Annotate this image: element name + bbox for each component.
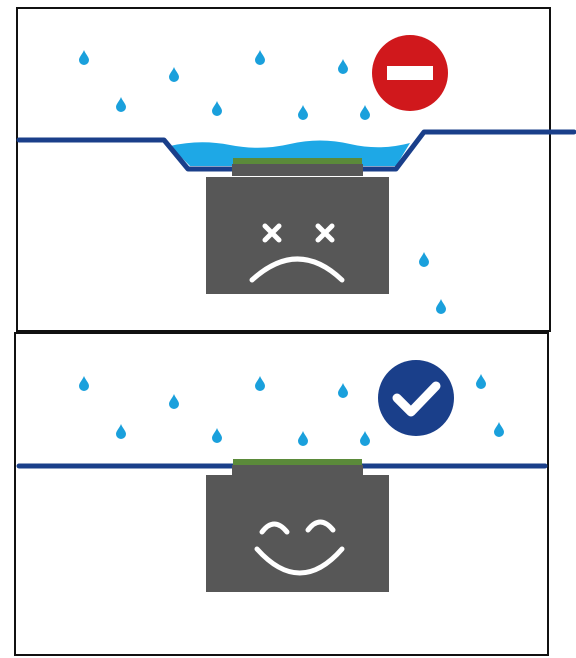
sensor-device	[206, 459, 389, 592]
sensor-top-strip	[233, 158, 362, 164]
sensor-cap	[232, 164, 363, 176]
panel-wrong-installation	[17, 8, 574, 331]
sensor-body	[206, 177, 389, 294]
panel-correct-installation	[15, 333, 548, 655]
sensor-cap	[232, 465, 363, 475]
checkmark-icon	[378, 360, 454, 436]
no-entry-icon	[372, 35, 448, 111]
sensor-top-strip	[233, 459, 362, 465]
sensor-device	[206, 158, 389, 294]
